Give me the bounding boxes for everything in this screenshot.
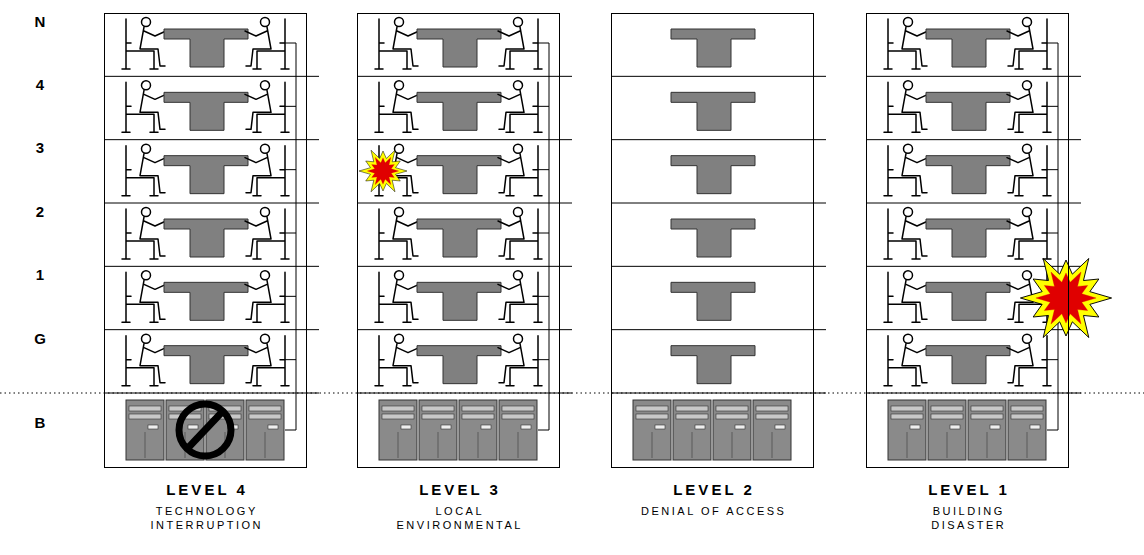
floor-label: 2 [36, 203, 44, 220]
floor-label: G [34, 330, 46, 347]
server-racks [379, 400, 537, 460]
building-outline [866, 13, 1069, 468]
level-caption: LEVEL 2 DENIAL OF ACCESS [611, 468, 814, 518]
level-heading: LEVEL 2 [611, 481, 814, 499]
building-interior [866, 18, 1081, 461]
office-workers [884, 18, 1051, 386]
floor-label: N [35, 13, 46, 30]
floor-label: 4 [36, 76, 44, 93]
level-caption: LEVEL 4 TECHNOLOGY INTERRUPTION [104, 468, 307, 532]
explosion-symbol [1020, 258, 1111, 337]
level-caption: LEVEL 3 LOCAL ENVIRONMENTAL [357, 468, 560, 532]
floor-label: 1 [36, 266, 44, 283]
level-heading: LEVEL 1 [866, 481, 1069, 499]
building-column: LEVEL 4 TECHNOLOGY INTERRUPTION [104, 13, 307, 532]
building-interior [357, 18, 572, 461]
explosion-symbol [359, 150, 407, 192]
office-workers [122, 18, 289, 386]
level-heading: LEVEL 4 [104, 481, 307, 499]
empty-desks [671, 29, 755, 384]
floor-label: B [35, 414, 46, 431]
level-heading: LEVEL 3 [357, 481, 560, 499]
level-description: TECHNOLOGY INTERRUPTION [129, 504, 282, 532]
level-description: LOCAL ENVIRONMENTAL [382, 504, 535, 532]
network-wire [285, 43, 296, 430]
building-column: LEVEL 3 LOCAL ENVIRONMENTAL [357, 13, 560, 532]
building-interior [611, 29, 826, 460]
server-racks [633, 400, 791, 460]
building-interior [104, 18, 319, 461]
floor-label: 3 [36, 139, 44, 156]
server-racks [126, 400, 284, 460]
building-column: LEVEL 2 DENIAL OF ACCESS [611, 13, 814, 518]
network-wire [538, 43, 549, 430]
level-description: DENIAL OF ACCESS [636, 504, 789, 518]
level-description: BUILDING DISASTER [891, 504, 1044, 532]
network-wire [1047, 43, 1058, 430]
building-outline [104, 13, 307, 468]
prohibited-symbol [179, 404, 231, 456]
building-outline [611, 13, 814, 468]
building-column: LEVEL 1 BUILDING DISASTER [866, 13, 1069, 532]
building-outline [357, 13, 560, 468]
server-racks [888, 400, 1046, 460]
office-workers [375, 18, 542, 386]
level-caption: LEVEL 1 BUILDING DISASTER [866, 468, 1069, 532]
